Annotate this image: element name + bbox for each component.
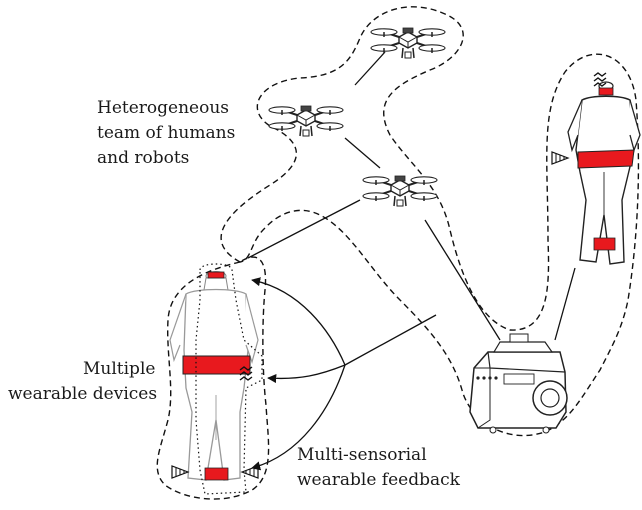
ground-robot (469, 333, 568, 434)
arrow-to-waist-device (267, 364, 346, 384)
drone-left (268, 105, 344, 137)
devices-label-line-2: wearable devices (8, 384, 158, 404)
link-drone-left-to-drone-middle (344, 137, 381, 169)
team-label-line-3: and robots (97, 148, 190, 168)
human-figure-left (169, 263, 263, 495)
team-label-line-2: team of humans (97, 123, 236, 143)
drone-middle (362, 175, 438, 207)
arrow-to-ankle-device (251, 364, 346, 471)
link-left-human-to-robot (344, 314, 437, 366)
human-figure-right (551, 72, 641, 265)
feedback-label-line-2: wearable feedback (297, 470, 460, 490)
link-drone-middle-to-robot (424, 219, 501, 341)
team-label-line-1: Heterogeneous (97, 98, 229, 118)
team-boundary-outline (220, 6, 640, 437)
arrow-to-neck-device (251, 277, 346, 366)
link-drone-top-to-drone-left (354, 51, 386, 86)
devices-label-line-1: Multiple (83, 359, 156, 379)
left-human-boundary-outline (156, 256, 270, 500)
link-robot-to-right-human (554, 267, 576, 341)
drone-top (370, 27, 446, 59)
link-drone-middle-to-left-human (247, 199, 361, 259)
feedback-label-line-1: Multi-sensorial (297, 445, 427, 465)
